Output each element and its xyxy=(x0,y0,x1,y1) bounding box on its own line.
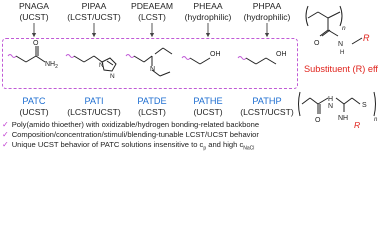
n-sub-ru: n xyxy=(342,25,346,32)
backbone-structure: O H N S NH R n xyxy=(298,91,378,130)
o-label-1: O xyxy=(33,40,39,47)
bottom-name-patc: PATC xyxy=(22,96,46,106)
substituent-pati xyxy=(65,54,117,72)
nh-label-ru: N xyxy=(338,41,343,48)
top-arrows xyxy=(31,23,270,38)
nh-label-bb: NH xyxy=(338,115,348,122)
bottom-type-patde: (LCST) xyxy=(138,107,166,117)
bottom-type-pati: (LCST/UCST) xyxy=(67,107,121,117)
substituent-effect-label: Substituent (R) effect xyxy=(304,64,378,74)
h-label-ru: H xyxy=(340,50,344,56)
n-label-de: N xyxy=(150,66,155,73)
n-label-imid2: N xyxy=(110,73,115,80)
top-name-pdeaeam: PDEAEAM xyxy=(130,1,174,11)
substituent-structures: O NH2 N N N OH OH xyxy=(7,40,287,80)
n-sub-bb: n xyxy=(374,117,378,123)
oh-label-hp: OH xyxy=(276,51,287,58)
repeat-unit-acrylamide: O N H R n xyxy=(305,5,370,56)
bottom-name-pathp: PATHP xyxy=(252,96,282,106)
top-type-pipaa: (LCST/UCST) xyxy=(67,12,121,22)
top-type-pdeaeam: (LCST) xyxy=(138,12,166,22)
n-label-bb: N xyxy=(328,103,333,110)
o-label-bb: O xyxy=(315,117,321,124)
bottom-name-patde: PATDE xyxy=(137,96,167,106)
bottom-name-pati: PATI xyxy=(84,96,104,106)
top-type-pheaa: (hydrophilic) xyxy=(184,12,232,22)
check-icon: ✓ xyxy=(2,140,9,149)
top-name-pheaa: PHEAA xyxy=(193,1,223,11)
bottom-type-patc: (UCST) xyxy=(19,107,49,117)
bullet-1: ✓Poly(amido thioether) with oxidizable/h… xyxy=(2,120,260,129)
substituent-box xyxy=(2,38,298,89)
h-label-bb: H xyxy=(328,96,333,103)
top-name-pipaa: PIPAA xyxy=(81,1,107,11)
check-icon: ✓ xyxy=(2,130,9,139)
top-type-pnaga: (UCST) xyxy=(19,12,49,22)
s-label-bb: S xyxy=(362,102,367,109)
bottom-type-pathe: (UCST) xyxy=(193,107,223,117)
top-name-pnaga: PNAGA xyxy=(18,1,50,11)
nh2-label: NH2 xyxy=(45,61,58,70)
bottom-name-pathe: PATHE xyxy=(193,96,223,106)
r-label-ru: R xyxy=(363,33,370,43)
substituent-pathe xyxy=(181,56,211,65)
substituent-pathp xyxy=(237,56,277,65)
bullet-2: ✓Composition/concentration/stimuli/blend… xyxy=(2,130,259,139)
oh-label-he: OH xyxy=(210,51,221,58)
top-type-phpaa: (hydrophilic) xyxy=(243,12,291,22)
top-name-phpaa: PHPAA xyxy=(252,1,282,11)
substituent-patde xyxy=(125,47,173,77)
substituent-patc xyxy=(7,46,46,63)
bullet-3: ✓Unique UCST behavior of PATC solutions … xyxy=(2,140,255,152)
r-label-bb: R xyxy=(354,120,360,130)
n-label-imid1: N xyxy=(99,62,104,69)
check-icon: ✓ xyxy=(2,120,9,129)
bottom-type-pathp: (LCST/UCST) xyxy=(240,107,294,117)
o-label-ru: O xyxy=(314,40,320,47)
